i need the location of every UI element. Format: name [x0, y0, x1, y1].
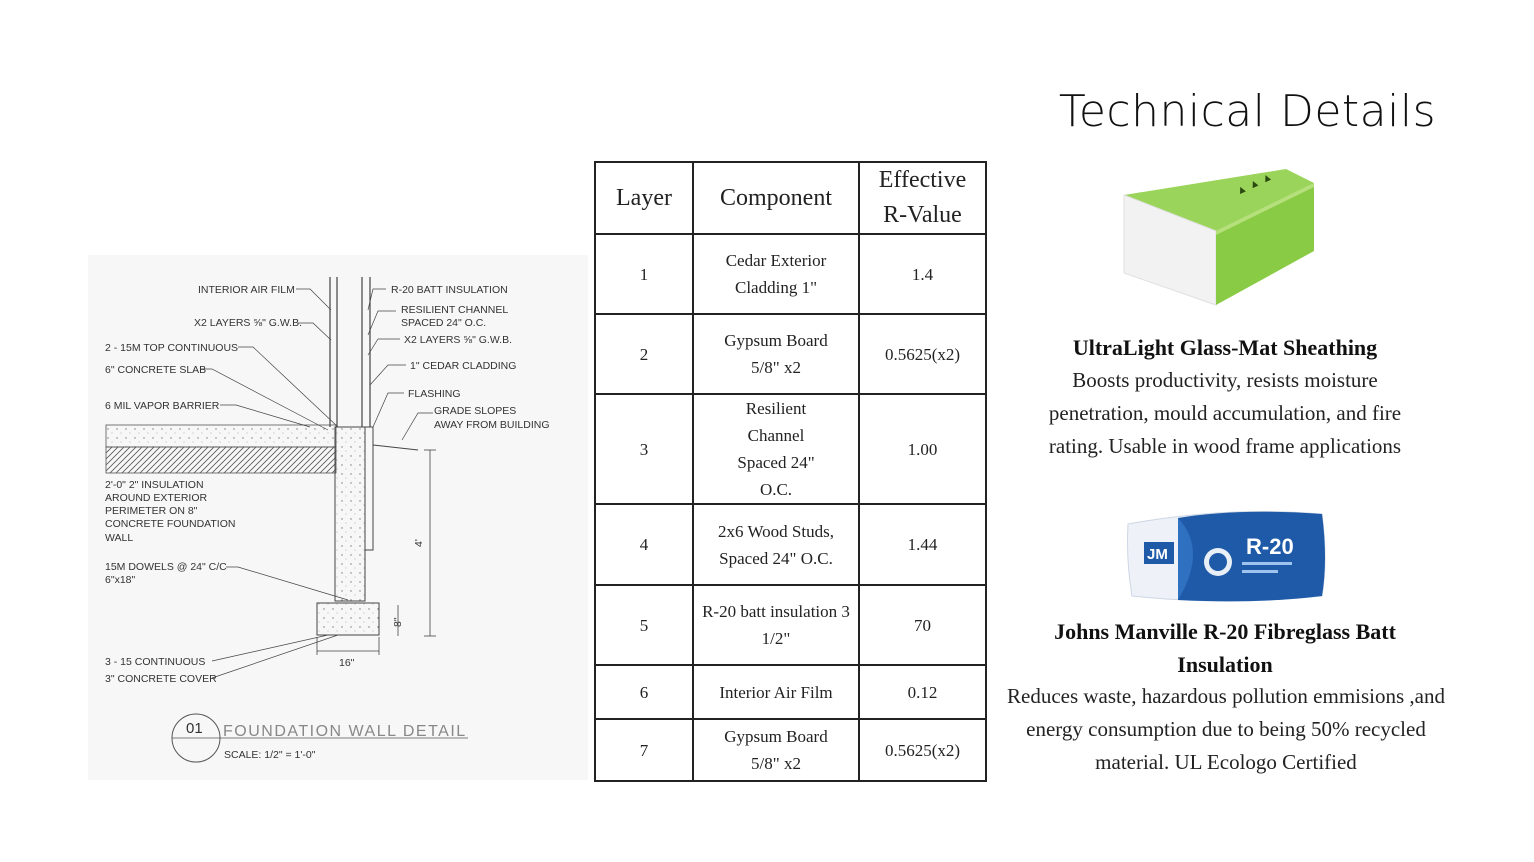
label-dowels-1: 15M DOWELS @ 24" C/C [105, 561, 227, 573]
label-dowels-2: 6"x18" [105, 574, 135, 586]
footing [316, 602, 380, 636]
cell-value: 70 [858, 584, 987, 666]
label-grade-1: GRADE SLOPES [434, 405, 516, 417]
detail-title: FOUNDATION WALL DETAIL [223, 723, 467, 740]
page-title: Technical Details [1058, 86, 1436, 137]
product-1-name: UltraLight Glass-Mat Sheathing [1072, 335, 1378, 360]
cell-component: Gypsum Board 5/8" x2 [692, 313, 860, 395]
label-insulation-5: WALL [105, 532, 133, 544]
label-vapor-barrier: 6 MIL VAPOR BARRIER [105, 400, 220, 412]
dimension-16in: 16" [339, 657, 355, 669]
table-row: 7 Gypsum Board 5/8" x2 0.5625(x2) [594, 718, 987, 782]
cell-component: R-20 batt insulation 3 1/2" [692, 584, 860, 666]
batt-package-icon: JM R-20 [1127, 511, 1326, 602]
cell-layer: 3 [594, 393, 694, 505]
header-layer: Layer [594, 161, 694, 235]
product-2-description: Reduces waste, hazardous pollution emmis… [1007, 684, 1445, 774]
foundation-wall-detail-drawing: INTERIOR AIR FILM X2 LAYERS ⅝" G.W.B. 2 … [88, 255, 588, 780]
table-row: 4 2x6 Wood Studs, Spaced 24" O.C. 1.44 [594, 503, 987, 586]
perimeter-insulation [105, 446, 337, 474]
label-cedar: 1" CEDAR CLADDING [410, 360, 516, 372]
table-row: 1 Cedar Exterior Cladding 1" 1.4 [594, 233, 987, 315]
cell-component: 2x6 Wood Studs, Spaced 24" O.C. [692, 503, 860, 586]
table-row: 2 Gypsum Board 5/8" x2 0.5625(x2) [594, 313, 987, 395]
detail-number: 01 [186, 720, 203, 737]
cell-value: 0.5625(x2) [858, 718, 987, 782]
cell-value: 0.12 [858, 664, 987, 720]
detail-scale: SCALE: 1/2" = 1'-0" [224, 749, 316, 761]
label-resilient-1: RESILIENT CHANNEL [401, 304, 508, 316]
label-continuous-1: 3 - 15 CONTINUOUS [105, 656, 205, 668]
header-component: Component [692, 161, 860, 235]
label-insulation-4: CONCRETE FOUNDATION [105, 518, 235, 530]
table-row: 5 R-20 batt insulation 3 1/2" 70 [594, 584, 987, 666]
label-insulation-1: 2'-0" 2" INSULATION [105, 479, 204, 491]
dimension-8in: 8" [392, 617, 404, 627]
cell-value: 1.44 [858, 503, 987, 586]
cell-component: Resilient Channel Spaced 24" O.C. [692, 393, 860, 505]
dimension-4ft: 4' [413, 539, 425, 547]
cell-component: Cedar Exterior Cladding 1" [692, 233, 860, 315]
concrete-slab [105, 424, 337, 448]
label-batt: R-20 BATT INSULATION [391, 284, 508, 296]
svg-text:JM: JM [1147, 546, 1168, 563]
label-concrete-slab: 6" CONCRETE SLAB [105, 364, 206, 376]
label-grade-2: AWAY FROM BUILDING [434, 419, 550, 431]
label-gwb-left: X2 LAYERS ⅝" G.W.B. [194, 317, 302, 329]
label-continuous-2: 3" CONCRETE COVER [105, 673, 217, 685]
cell-layer: 1 [594, 233, 694, 315]
table-row: 6 Interior Air Film 0.12 [594, 664, 987, 720]
foundation-wall [334, 426, 366, 602]
foam-board-icon: ▲ ▲ ▲ [1123, 169, 1314, 306]
label-interior-air-film: INTERIOR AIR FILM [198, 284, 295, 296]
cell-layer: 7 [594, 718, 694, 782]
svg-text:R-20: R-20 [1246, 534, 1294, 559]
product-2-name: Johns Manville R-20 Fibreglass Batt Insu… [1054, 619, 1396, 677]
label-insulation-2: AROUND EXTERIOR [105, 492, 208, 504]
header-r-value: Effective R-Value [858, 161, 987, 235]
label-insulation-3: PERIMETER ON 8" [105, 505, 198, 517]
cell-value: 1.00 [858, 393, 987, 505]
cell-component: Gypsum Board 5/8" x2 [692, 718, 860, 782]
product-1-description: Boosts productivity, resists moisture pe… [1048, 368, 1402, 458]
cell-component: Interior Air Film [692, 664, 860, 720]
cell-layer: 4 [594, 503, 694, 586]
cell-layer: 6 [594, 664, 694, 720]
r-value-table: Layer Component Effective R-Value 1 Ceda… [594, 161, 987, 782]
cell-layer: 2 [594, 313, 694, 395]
table-row: 3 Resilient Channel Spaced 24" O.C. 1.00 [594, 393, 987, 505]
label-top-continuous: 2 - 15M TOP CONTINUOUS [105, 342, 238, 354]
label-resilient-2: SPACED 24" O.C. [401, 317, 486, 329]
cell-value: 0.5625(x2) [858, 313, 987, 395]
label-flashing: FLASHING [408, 388, 461, 400]
cell-value: 1.4 [858, 233, 987, 315]
label-gwb-right: X2 LAYERS ⅝" G.W.B. [404, 334, 512, 346]
cell-layer: 5 [594, 584, 694, 666]
